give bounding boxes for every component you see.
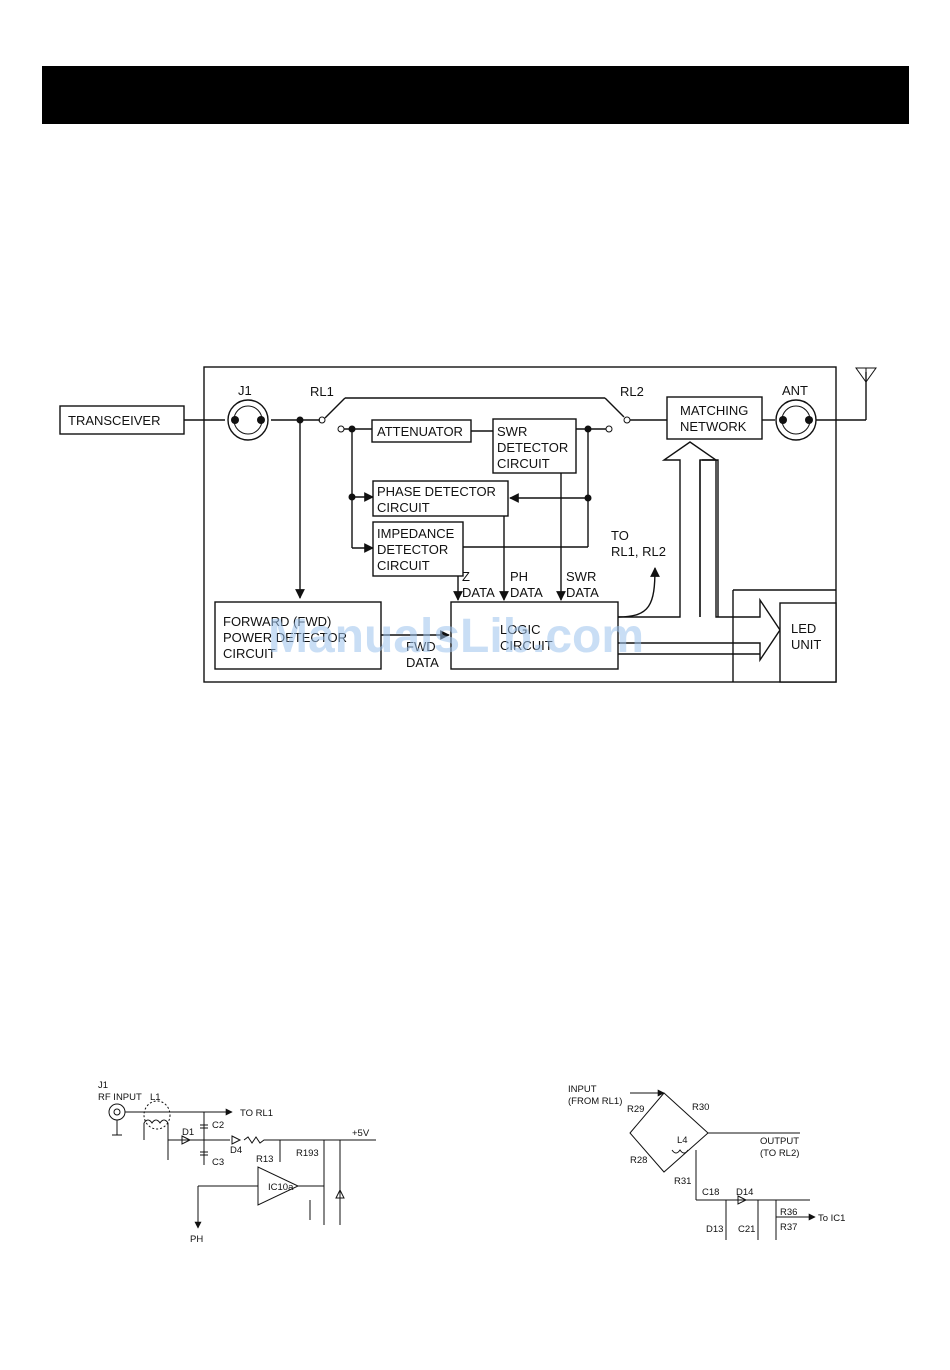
ic10a-label: IC10a: [268, 1182, 294, 1193]
c21-label: C21: [738, 1224, 755, 1235]
c2-label: C2: [212, 1120, 224, 1131]
to-rl1-label: TO RL1: [240, 1108, 273, 1119]
matching-network-line1: MATCHING: [680, 403, 748, 418]
d14-label: D14: [736, 1187, 753, 1198]
matching-network-box: [666, 396, 763, 440]
r28-label: R28: [630, 1155, 647, 1166]
r13-label: R13: [256, 1154, 273, 1165]
r36-label: R36: [780, 1207, 797, 1218]
block-diagram: TRANSCEIVER J1 RL1 RL2: [59, 366, 877, 683]
ph-data-line1: PH: [510, 569, 528, 584]
r30-label: R30: [692, 1102, 709, 1113]
r31-label: R31: [674, 1176, 691, 1187]
ant-connector-icon: [775, 399, 817, 441]
rl1-switch-icon: [318, 397, 346, 433]
ph-label: PH: [190, 1234, 203, 1245]
output-line2: (TO RL2): [760, 1148, 799, 1159]
d4-label: D4: [230, 1145, 242, 1156]
fwd-data-line1: FWD: [406, 639, 436, 654]
z-data-line1: Z: [462, 569, 470, 584]
bridge-icon: [629, 1092, 709, 1173]
l4-label: L4: [677, 1135, 688, 1146]
to-relays-line2: RL1, RL2: [611, 544, 666, 559]
led-unit-line2: UNIT: [791, 637, 821, 652]
r37-label: R37: [780, 1222, 797, 1233]
matching-network-line2: NETWORK: [680, 419, 747, 434]
j1-small-label: J1: [98, 1080, 108, 1091]
rl2-switch-icon: [604, 397, 631, 433]
z-data-line2: DATA: [462, 585, 495, 600]
watermark-text: ManualsLib.com: [268, 610, 644, 663]
ph-data-line2: DATA: [510, 585, 543, 600]
swr-detector-box: [492, 418, 577, 474]
header-bar: [42, 66, 909, 124]
led-control-arrow: [618, 460, 781, 663]
plus5v-label: +5V: [352, 1128, 370, 1139]
fwd-data-line2: DATA: [406, 655, 439, 670]
l1-label: L1: [150, 1092, 161, 1103]
d14-diode-icon: [737, 1195, 748, 1205]
j1-label: J1: [238, 383, 252, 398]
swr-detector-line1: SWR: [497, 424, 527, 439]
to-relays-line1: TO: [611, 528, 629, 543]
forward-power-line3: CIRCUIT: [223, 646, 276, 661]
impedance-detector-line1: IMPEDANCE: [377, 526, 455, 541]
phase-detector-box: [372, 480, 509, 517]
enclosure-frame: [203, 366, 837, 683]
led-unit-box: [779, 602, 837, 683]
rl1-label: RL1: [310, 384, 334, 399]
r193-label: R193: [296, 1148, 319, 1159]
forward-power-line2: POWER DETECTOR: [223, 630, 347, 645]
schematic-right: INPUT (FROM RL1) R29 R30 R28 L4 OUTPUT (…: [568, 1084, 845, 1240]
j1-connector-icon: [227, 399, 269, 441]
swr-data-line1: SWR: [566, 569, 596, 584]
c3-label: C3: [212, 1157, 224, 1168]
output-line1: OUTPUT: [760, 1136, 799, 1147]
forward-power-box: [214, 601, 382, 670]
swr-detector-line2: DETECTOR: [497, 440, 568, 455]
ant-label: ANT: [782, 383, 808, 398]
to-ic1-label: To IC1: [818, 1213, 845, 1224]
led-unit-line1: LED: [791, 621, 816, 636]
antenna-icon: [855, 367, 877, 383]
c18-label: C18: [702, 1187, 719, 1198]
zener-diode-icon: [335, 1188, 345, 1199]
swr-detector-line3: CIRCUIT: [497, 456, 550, 471]
matching-control-arrow: [618, 441, 719, 618]
phase-detector-line1: PHASE DETECTOR: [377, 484, 496, 499]
l4-coil-icon: [671, 1149, 689, 1154]
logic-circuit-box: [450, 601, 619, 670]
phase-detector-line2: CIRCUIT: [377, 500, 430, 515]
impedance-detector-box: [372, 521, 464, 577]
impedance-detector-line2: DETECTOR: [377, 542, 448, 557]
r29-label: R29: [627, 1104, 644, 1115]
d4-diode-icon: [231, 1135, 242, 1145]
transceiver-box: [59, 405, 185, 435]
attenuator-label: ATTENUATOR: [377, 424, 463, 439]
l1-coil-icon: [143, 1119, 169, 1124]
rf-jack-icon: [108, 1103, 126, 1121]
transceiver-label: TRANSCEIVER: [68, 413, 160, 428]
d1-label: D1: [182, 1127, 194, 1138]
schematic-left: J1 RF INPUT L1 TO RL1 D1 C2 C3 D4 R13 R1…: [98, 1080, 376, 1245]
rf-input-label: RF INPUT: [98, 1092, 142, 1103]
swr-data-line2: DATA: [566, 585, 599, 600]
l1-core-icon: [143, 1100, 171, 1130]
d13-label: D13: [706, 1224, 723, 1235]
logic-circuit-line2: CIRCUIT: [500, 638, 553, 653]
logic-circuit-line1: LOGIC: [500, 622, 540, 637]
forward-power-line1: FORWARD (FWD): [223, 614, 331, 629]
input-line1: INPUT: [568, 1084, 597, 1095]
input-line2: (FROM RL1): [568, 1096, 622, 1107]
impedance-detector-line3: CIRCUIT: [377, 558, 430, 573]
d1-diode-icon: [181, 1135, 192, 1145]
rl2-label: RL2: [620, 384, 644, 399]
